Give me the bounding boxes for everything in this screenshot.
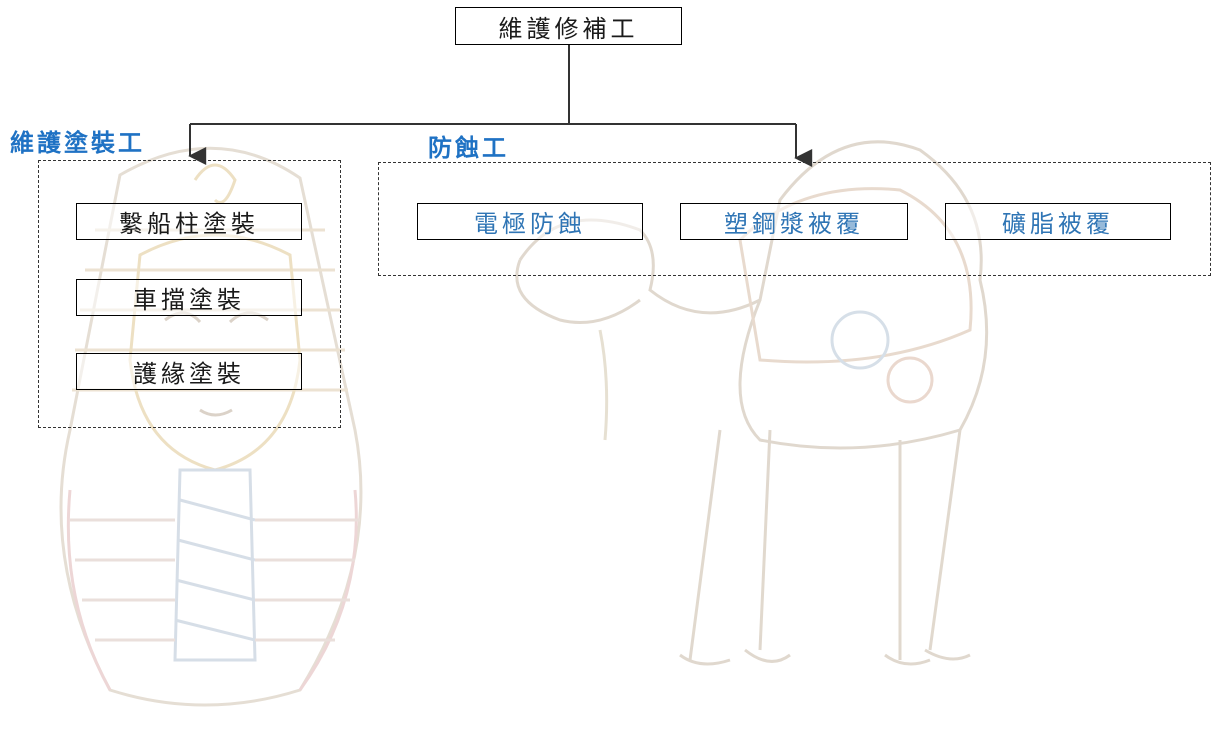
node-petrolatum-coating: 礦脂被覆 xyxy=(945,203,1171,240)
group-heading-coating: 維護塗裝工 xyxy=(10,128,145,157)
group-corrosion xyxy=(378,162,1211,276)
node-plastic-steel-coating: 塑鋼漿被覆 xyxy=(680,203,908,240)
group-heading-corrosion: 防蝕工 xyxy=(428,133,509,162)
node-bumper-coating: 車擋塗裝 xyxy=(76,279,302,316)
camel-sketch xyxy=(515,140,989,666)
node-bollard-coating: 繫船柱塗裝 xyxy=(76,203,302,240)
node-edge-coating: 護緣塗裝 xyxy=(76,353,302,390)
root-node: 維護修補工 xyxy=(455,7,682,45)
group-coating xyxy=(38,160,341,428)
node-cathodic-protection: 電極防蝕 xyxy=(417,203,643,240)
